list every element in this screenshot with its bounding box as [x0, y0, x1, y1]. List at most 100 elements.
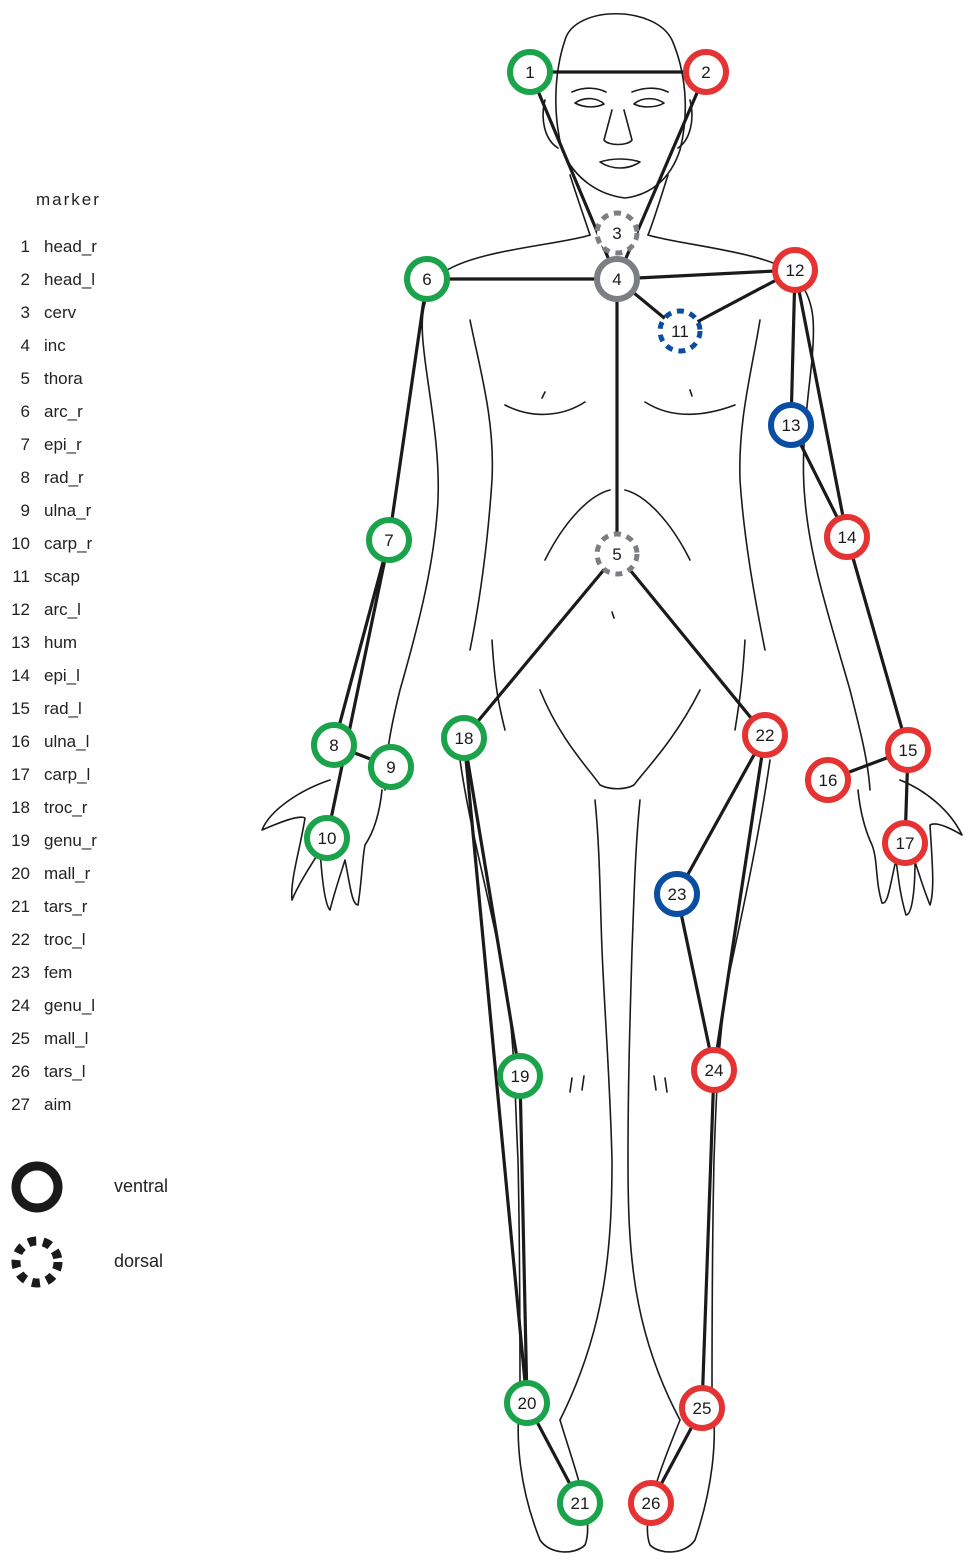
legend-item-name: epi_l: [44, 664, 80, 688]
legend-item-number: 9: [0, 499, 44, 523]
marker-17: 17: [885, 823, 925, 863]
marker-label: 1: [525, 63, 534, 82]
marker-1: 1: [510, 52, 550, 92]
legend-item-name: arc_r: [44, 400, 83, 424]
marker-25: 25: [682, 1388, 722, 1428]
marker-label: 2: [701, 63, 710, 82]
legend-item-number: 16: [0, 730, 44, 754]
legend-item-name: aim: [44, 1093, 71, 1117]
legend-item-number: 19: [0, 829, 44, 853]
marker-8: 8: [314, 725, 354, 765]
legend-item-number: 12: [0, 598, 44, 622]
legend-item-name: inc: [44, 334, 66, 358]
marker-label: 16: [819, 771, 838, 790]
marker-label: 19: [511, 1067, 530, 1086]
marker-24: 24: [694, 1050, 734, 1090]
marker-10: 10: [307, 818, 347, 858]
legend-item-number: 22: [0, 928, 44, 952]
legend-item-number: 11: [0, 565, 44, 589]
legend-item-name: head_r: [44, 235, 97, 259]
legend-item-number: 2: [0, 268, 44, 292]
legend-item: 1head_r: [0, 235, 200, 259]
legend-item-number: 13: [0, 631, 44, 655]
marker-label: 13: [782, 416, 801, 435]
legend-item-number: 4: [0, 334, 44, 358]
marker-label: 25: [693, 1399, 712, 1418]
legend-item-name: carp_l: [44, 763, 90, 787]
legend-item: 15rad_l: [0, 697, 200, 721]
marker-19: 19: [500, 1056, 540, 1096]
marker-5: 5: [597, 534, 637, 574]
legend-item-number: 14: [0, 664, 44, 688]
marker-label: 10: [318, 829, 337, 848]
marker-4: 4: [597, 259, 637, 299]
marker-label: 7: [384, 531, 393, 550]
connection-line: [714, 735, 765, 1070]
marker-20: 20: [507, 1383, 547, 1423]
marker-label: 15: [899, 741, 918, 760]
marker-15: 15: [888, 730, 928, 770]
marker-label: 24: [705, 1061, 724, 1080]
connection-line: [334, 540, 389, 745]
legend-item: 11scap: [0, 565, 200, 589]
connection-line: [795, 270, 847, 537]
legend-item-number: 18: [0, 796, 44, 820]
legend-item-name: genu_r: [44, 829, 97, 853]
legend-item-name: fem: [44, 961, 72, 985]
dorsal-key-label: dorsal: [114, 1251, 163, 1272]
legend-item-name: cerv: [44, 301, 76, 325]
connection-line: [389, 279, 427, 540]
legend-item-number: 24: [0, 994, 44, 1018]
dorsal-key-icon: [16, 1241, 58, 1283]
marker-23: 23: [657, 874, 697, 914]
marker-label: 11: [671, 322, 689, 341]
connection-line: [791, 270, 795, 425]
legend-item-name: carp_r: [44, 532, 92, 556]
legend-title: marker: [36, 190, 101, 210]
legend-item-number: 17: [0, 763, 44, 787]
marker-7: 7: [369, 520, 409, 560]
legend-item-name: genu_l: [44, 994, 95, 1018]
legend-item-number: 10: [0, 532, 44, 556]
connection-line: [617, 270, 795, 279]
legend-item-name: hum: [44, 631, 77, 655]
ventral-key-label: ventral: [114, 1176, 168, 1197]
legend-item: 21tars_r: [0, 895, 200, 919]
marker-label: 5: [612, 545, 621, 564]
marker-label: 22: [756, 726, 775, 745]
connection-line: [677, 894, 714, 1070]
legend-item-name: thora: [44, 367, 83, 391]
legend-item-name: tars_r: [44, 895, 87, 919]
marker-18: 18: [444, 718, 484, 758]
legend-item-name: ulna_l: [44, 730, 89, 754]
ventral-key-icon: [16, 1166, 58, 1208]
marker-label: 26: [642, 1494, 661, 1513]
legend-item-number: 3: [0, 301, 44, 325]
marker-16: 16: [808, 760, 848, 800]
legend-item-number: 15: [0, 697, 44, 721]
legend-item-number: 5: [0, 367, 44, 391]
legend-item-number: 8: [0, 466, 44, 490]
marker-26: 26: [631, 1483, 671, 1523]
marker-label: 4: [612, 270, 621, 289]
legend-item-number: 25: [0, 1027, 44, 1051]
marker-label: 6: [422, 270, 431, 289]
legend-item-number: 21: [0, 895, 44, 919]
legend-item-name: tars_l: [44, 1060, 86, 1084]
legend-item: 8rad_r: [0, 466, 200, 490]
legend-item-name: mall_l: [44, 1027, 88, 1051]
legend-item-number: 26: [0, 1060, 44, 1084]
